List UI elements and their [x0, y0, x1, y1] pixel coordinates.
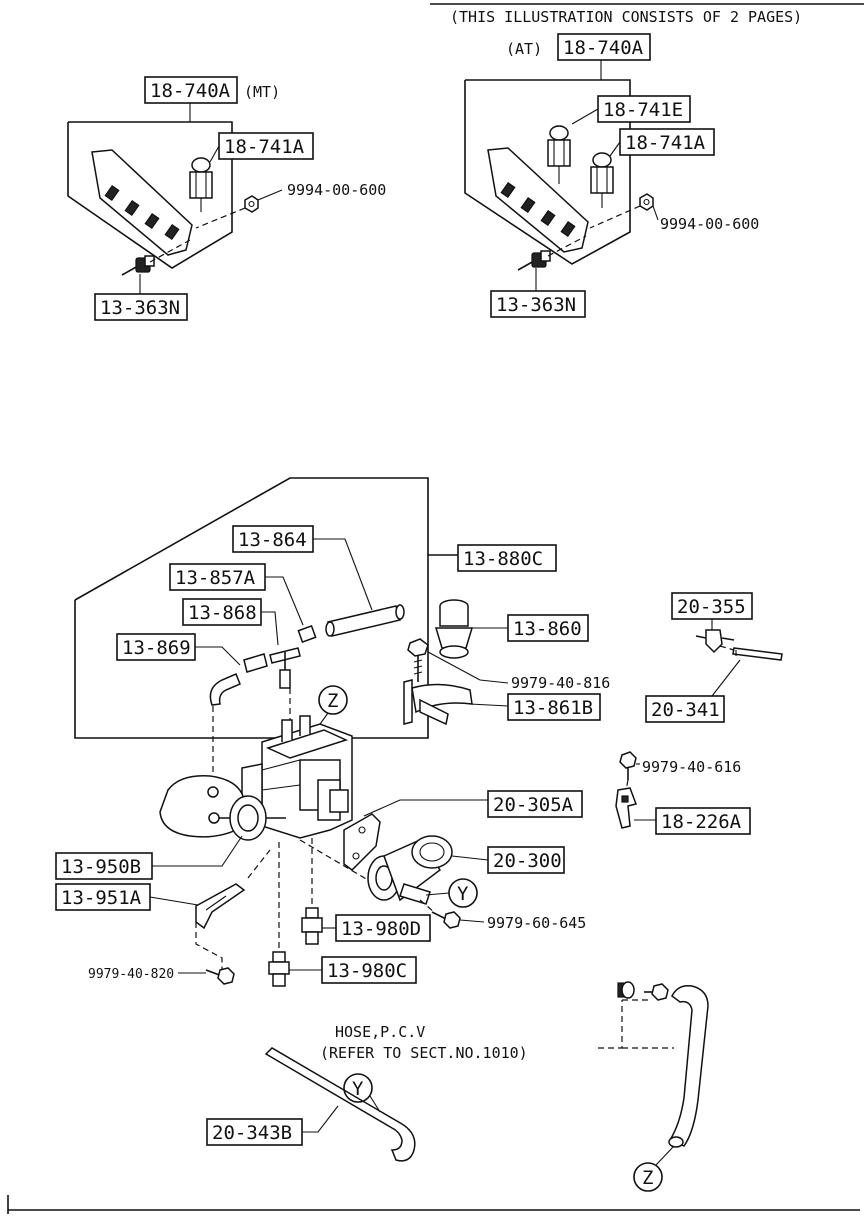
label-13-363N-mt[interactable]: 13-363N [100, 297, 180, 319]
label-9979-60-645[interactable]: 9979-60-645 [487, 914, 586, 932]
label-13-363N-at[interactable]: 13-363N [496, 294, 576, 316]
label-13-868[interactable]: 13-868 [188, 602, 257, 624]
hose-note-line2: (REFER TO SECT.NO.1010) [320, 1044, 528, 1062]
at-nut [639, 193, 654, 211]
pipe-20-343B [264, 1047, 416, 1162]
label-18-741A-mt[interactable]: 18-741A [224, 136, 305, 158]
label-13-950B[interactable]: 13-950B [61, 856, 141, 878]
callout-y-carb: Y [457, 883, 469, 905]
label-13-861B[interactable]: 13-861B [513, 697, 593, 719]
joint-13-868 [269, 647, 301, 689]
pipe-20-341 [732, 647, 783, 661]
screw-9979-40-820 [205, 967, 235, 985]
fitting-13-980D [301, 907, 323, 945]
label-9994-00-600-mt[interactable]: 9994-00-600 [287, 181, 386, 199]
mt-group: 18-740A (MT) 18-741A 9994-00-600 [67, 76, 386, 321]
hose-group: HOSE,P.C.V (REFER TO SECT.NO.1010) Z Y 2… [206, 981, 709, 1192]
gasket-20-305A [343, 813, 381, 871]
valve-20-355 [695, 629, 735, 654]
label-18-741A-at[interactable]: 18-741A [625, 132, 706, 154]
carb-group: 13-880C 13-864 13-857A 13-868 13-869 [55, 477, 610, 987]
bracket-13-861B [403, 679, 473, 726]
label-20-341[interactable]: 20-341 [651, 699, 720, 721]
label-13-980C[interactable]: 13-980C [327, 960, 407, 982]
label-13-951A[interactable]: 13-951A [61, 887, 142, 909]
hose-note-line1: HOSE,P.C.V [335, 1023, 425, 1041]
label-13-880C[interactable]: 13-880C [463, 548, 543, 570]
at-bracket-plate [487, 147, 589, 253]
mt-bracket-plate [91, 149, 193, 256]
label-13-857A[interactable]: 13-857A [175, 567, 256, 589]
cap-13-860 [434, 599, 474, 659]
callout-z-hose: Z [642, 1167, 653, 1189]
callout-z-carb: Z [327, 690, 338, 712]
label-13-860[interactable]: 13-860 [513, 618, 582, 640]
side-group: 20-355 20-341 9979-40-616 18-226A [615, 592, 783, 835]
at-group: (AT) 18-740A 18-741E 18 [464, 33, 759, 318]
hose-fittings [617, 981, 669, 1001]
label-9994-00-600-at[interactable]: 9994-00-600 [660, 215, 759, 233]
mt-solenoid-valve [189, 157, 213, 212]
label-18-741E[interactable]: 18-741E [603, 99, 683, 121]
label-13-980D[interactable]: 13-980D [341, 918, 421, 940]
carburetor-body [159, 715, 353, 841]
callout-y-hose: Y [352, 1078, 364, 1100]
fitting-13-980C [268, 951, 290, 987]
label-18-226A[interactable]: 18-226A [661, 811, 742, 833]
label-20-355[interactable]: 20-355 [677, 596, 746, 618]
label-at: (AT) [506, 40, 542, 58]
label-9979-40-816[interactable]: 9979-40-816 [511, 674, 610, 692]
bolt-9979-60-645 [431, 911, 461, 929]
label-9979-40-616[interactable]: 9979-40-616 [642, 758, 741, 776]
label-mt: (MT) [244, 83, 280, 101]
lever-13-951A [195, 883, 246, 930]
label-20-300[interactable]: 20-300 [493, 850, 562, 872]
page-note: (THIS ILLUSTRATION CONSISTS OF 2 PAGES) [450, 8, 802, 26]
at-sensor [517, 250, 551, 271]
label-13-869[interactable]: 13-869 [122, 637, 191, 659]
hose-13-869 [209, 653, 268, 706]
egr-valve-20-300 [367, 835, 453, 905]
at-solenoid-valve-a [590, 152, 614, 208]
label-20-343B[interactable]: 20-343B [212, 1122, 292, 1144]
label-18-740A-mt[interactable]: 18-740A [150, 80, 231, 102]
screw-9979-40-616 [619, 751, 637, 780]
mt-sensor [121, 255, 155, 276]
label-9979-40-820[interactable]: 9979-40-820 [88, 967, 174, 982]
hose-13-864 [325, 604, 405, 637]
bolt-9979-40-816 [407, 638, 429, 682]
bracket-18-226A [615, 787, 637, 829]
label-20-305A[interactable]: 20-305A [493, 794, 574, 816]
pcv-hose [668, 984, 709, 1148]
label-13-864[interactable]: 13-864 [238, 529, 307, 551]
at-solenoid-valve-e [547, 125, 571, 184]
label-18-740A-at[interactable]: 18-740A [563, 37, 644, 59]
mt-nut [244, 195, 259, 213]
